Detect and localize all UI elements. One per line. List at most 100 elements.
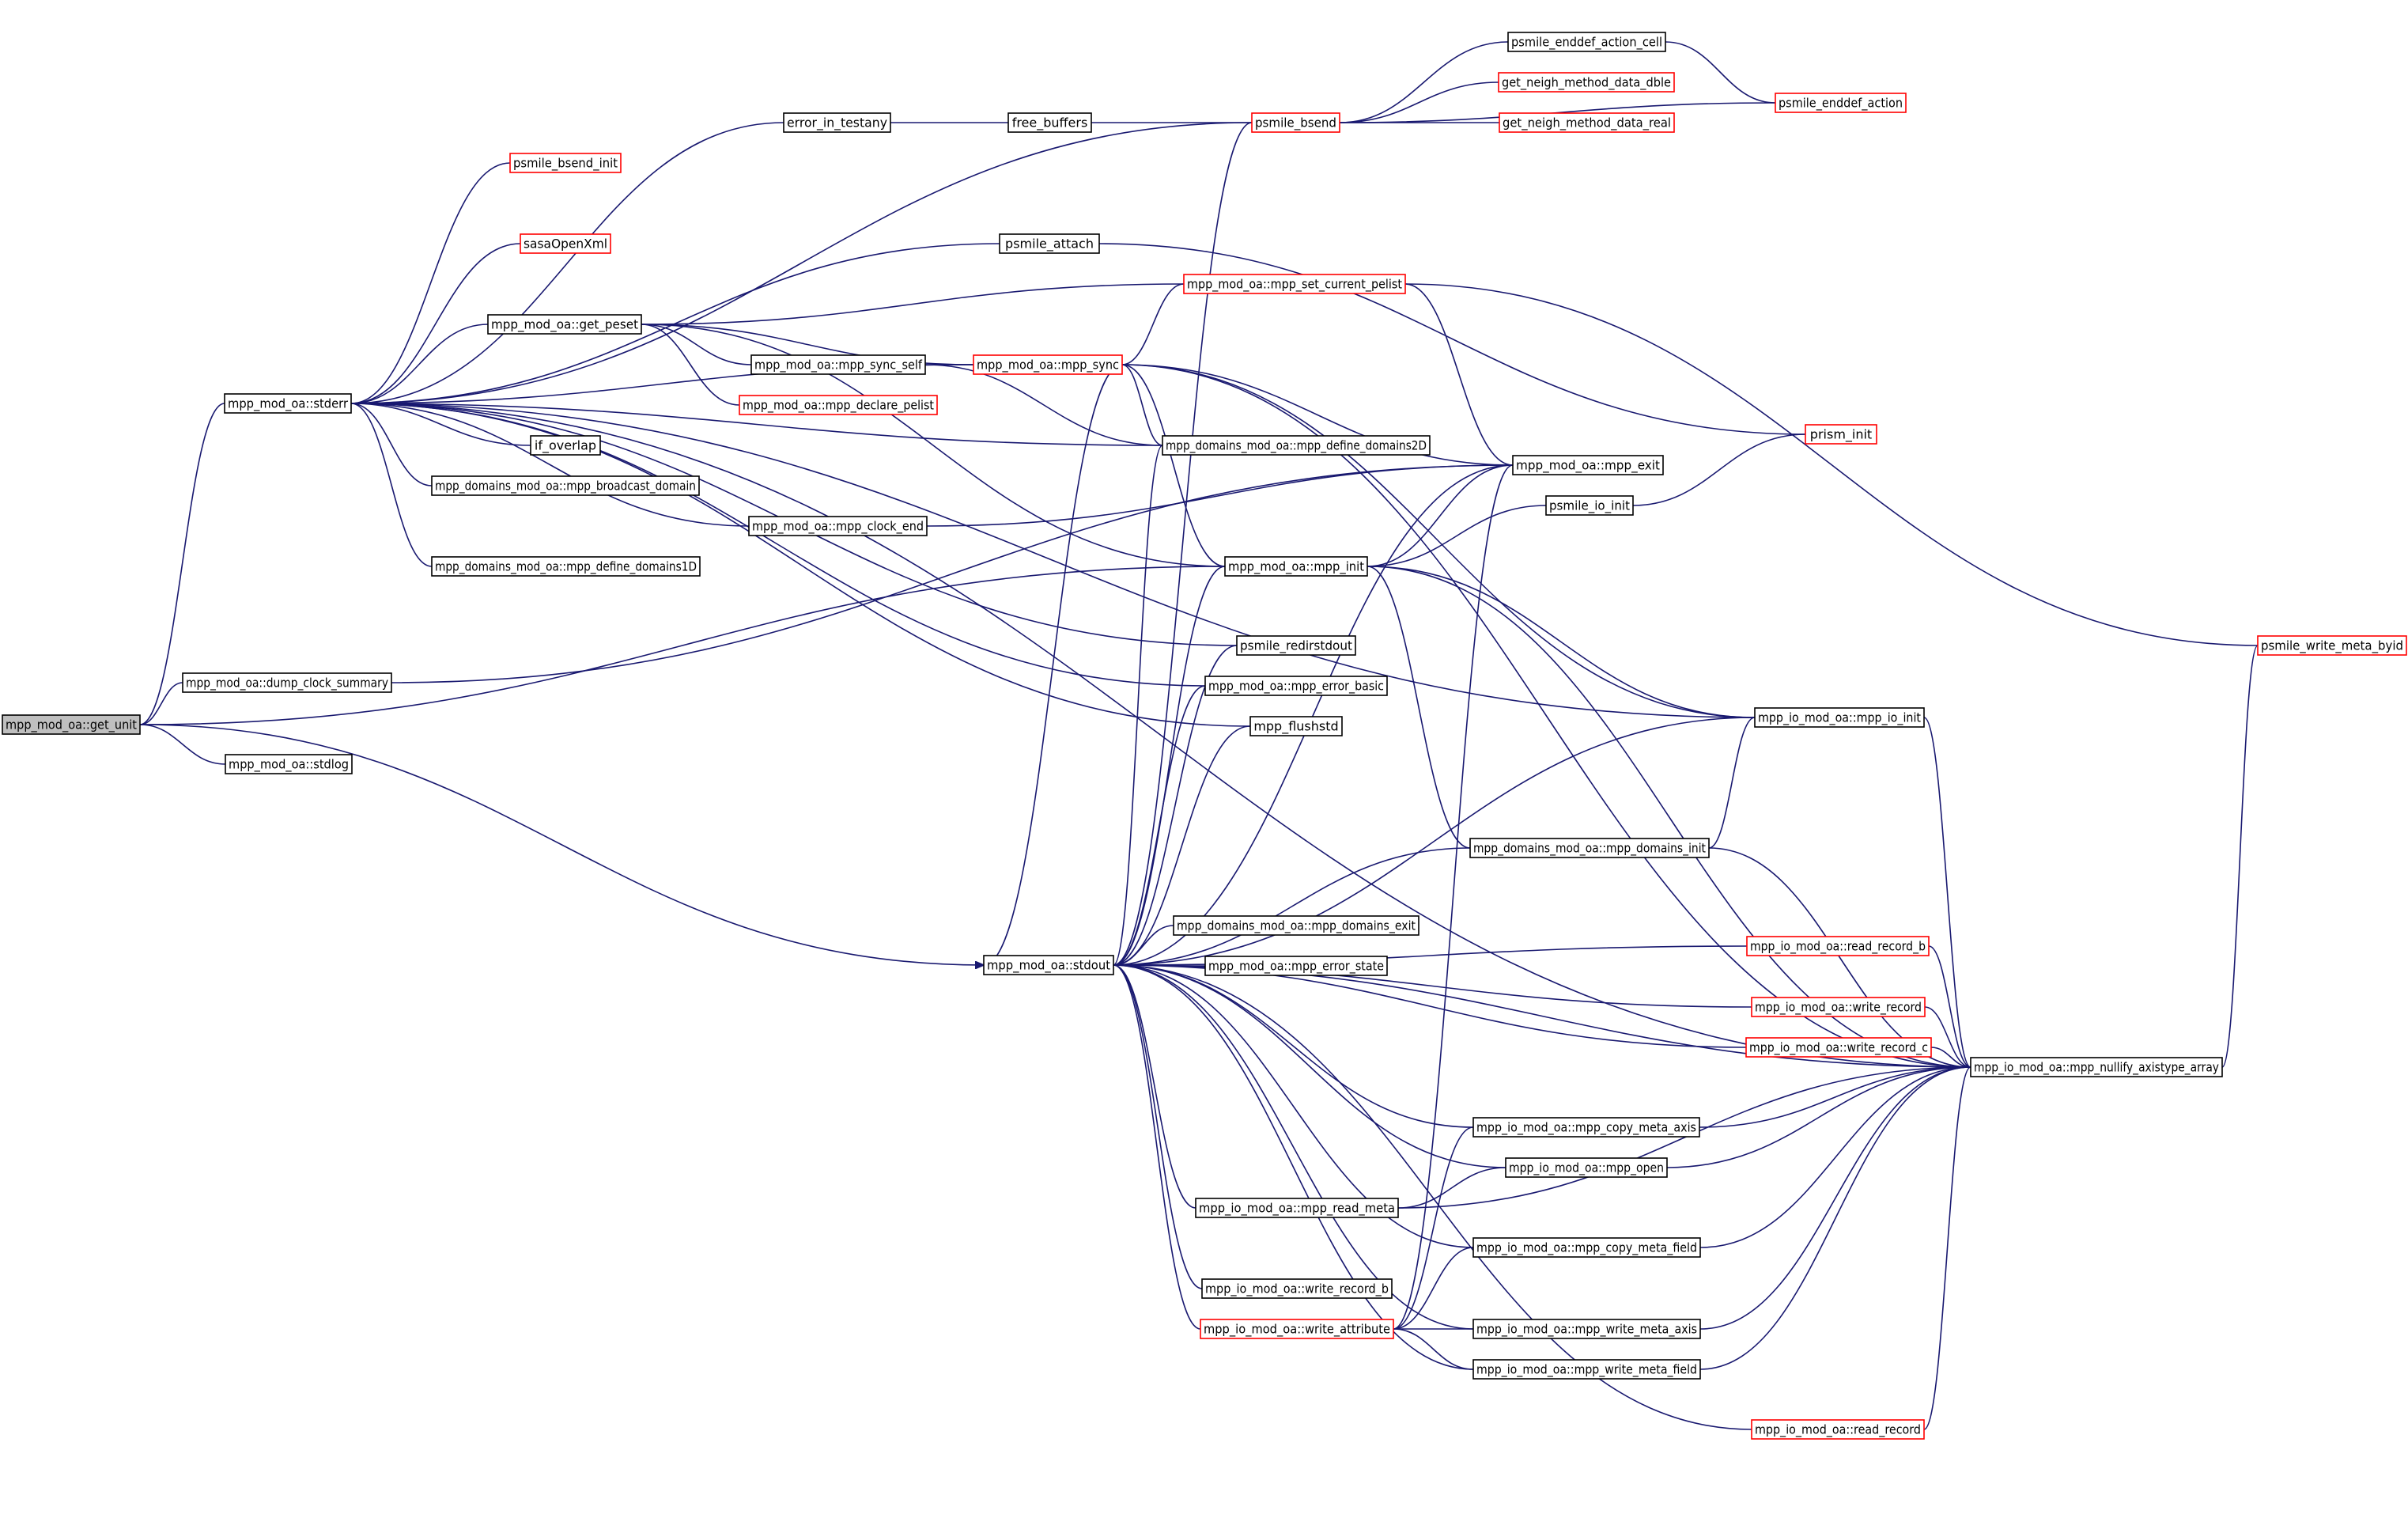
- edge-mpp_domains_init-mpp_io_init: [1709, 717, 1756, 848]
- node-label: mpp_io_mod_oa::read_record: [1755, 1422, 1921, 1438]
- node-mpp_copy_meta_field[interactable]: mpp_io_mod_oa::mpp_copy_meta_field: [1472, 1237, 1701, 1258]
- node-free_buffers[interactable]: free_buffers: [1007, 112, 1092, 133]
- node-mpp_define_domains2D[interactable]: mpp_domains_mod_oa::mpp_define_domains2D: [1162, 435, 1431, 456]
- node-mpp_nullify_axistype_array[interactable]: mpp_io_mod_oa::mpp_nullify_axistype_arra…: [1970, 1057, 2223, 1077]
- node-label: psmile_enddef_action: [1779, 96, 1903, 112]
- node-psmile_bsend_init[interactable]: psmile_bsend_init: [509, 153, 622, 173]
- node-get_neigh_method_data_real[interactable]: get_neigh_method_data_real: [1499, 112, 1675, 133]
- node-label: mpp_mod_oa::dump_clock_summary: [186, 676, 388, 691]
- node-label: mpp_flushstd: [1253, 719, 1338, 735]
- node-box: [748, 516, 928, 536]
- node-mpp_write_meta_field[interactable]: mpp_io_mod_oa::mpp_write_meta_field: [1472, 1359, 1701, 1380]
- node-prism_init[interactable]: prism_init: [1805, 424, 1877, 445]
- node-label: psmile_io_init: [1549, 498, 1630, 514]
- node-psmile_enddef_action_cell[interactable]: psmile_enddef_action_cell: [1507, 32, 1666, 52]
- node-mpp_flushstd[interactable]: mpp_flushstd: [1249, 716, 1343, 736]
- node-psmile_attach[interactable]: psmile_attach: [999, 233, 1100, 254]
- node-mpp_error_state[interactable]: mpp_mod_oa::mpp_error_state: [1204, 956, 1388, 976]
- node-psmile_enddef_action[interactable]: psmile_enddef_action: [1775, 93, 1907, 113]
- edge-stdout-write_record_c: [1113, 965, 1747, 1048]
- node-write_record_c[interactable]: mpp_io_mod_oa::write_record_c: [1745, 1037, 1932, 1058]
- node-label: psmile_enddef_action_cell: [1511, 35, 1662, 51]
- node-stdout[interactable]: mpp_mod_oa::stdout: [983, 955, 1114, 975]
- node-mpp_domains_init[interactable]: mpp_domains_mod_oa::mpp_domains_init: [1469, 838, 1710, 858]
- edge-stdout-mpp_error_basic: [1113, 685, 1206, 965]
- edge-stdout-write_record_b: [1113, 965, 1203, 1289]
- node-write_record[interactable]: mpp_io_mod_oa::write_record: [1751, 997, 1926, 1017]
- node-dump_clock_summary[interactable]: mpp_mod_oa::dump_clock_summary: [182, 672, 392, 693]
- node-mpp_io_init[interactable]: mpp_io_mod_oa::mpp_io_init: [1754, 707, 1925, 728]
- edge-mpp_sync-mpp_nullify_axistype_array: [1122, 365, 1971, 1068]
- edge-write_attribute-mpp_copy_meta_axis: [1393, 1126, 1474, 1329]
- node-mpp_declare_pelist[interactable]: mpp_mod_oa::mpp_declare_pelist: [739, 395, 938, 415]
- node-box: [1224, 556, 1368, 577]
- node-error_in_testany[interactable]: error_in_testany: [783, 112, 891, 133]
- node-label: mpp_mod_oa::stdlog: [229, 757, 349, 773]
- node-mpp_sync_self[interactable]: mpp_mod_oa::mpp_sync_self: [750, 354, 926, 375]
- node-mpp_copy_meta_axis[interactable]: mpp_io_mod_oa::mpp_copy_meta_axis: [1472, 1117, 1700, 1138]
- node-label: mpp_io_mod_oa::mpp_write_meta_field: [1476, 1362, 1697, 1378]
- node-read_record[interactable]: mpp_io_mod_oa::read_record: [1751, 1419, 1925, 1440]
- node-label: mpp_domains_mod_oa::mpp_domains_exit: [1177, 918, 1416, 934]
- node-box: [487, 314, 642, 335]
- node-mpp_domains_exit[interactable]: mpp_domains_mod_oa::mpp_domains_exit: [1173, 915, 1419, 936]
- node-if_overlap[interactable]: if_overlap: [530, 435, 601, 456]
- node-get_neigh_method_data_dble[interactable]: get_neigh_method_data_dble: [1498, 72, 1675, 93]
- node-mpp_write_meta_axis[interactable]: mpp_io_mod_oa::mpp_write_meta_axis: [1472, 1319, 1701, 1339]
- edge-mpp_read_meta-mpp_nullify_axistype_array: [1398, 1066, 1971, 1208]
- edge-get_peset-mpp_init: [641, 324, 1226, 567]
- node-stdlog[interactable]: mpp_mod_oa::stdlog: [225, 754, 353, 774]
- edge-read_record-mpp_nullify_axistype_array: [1924, 1066, 1971, 1429]
- node-mpp_clock_end[interactable]: mpp_mod_oa::mpp_clock_end: [748, 516, 928, 536]
- node-label: mpp_mod_oa::mpp_clock_end: [752, 519, 924, 535]
- edge-stderr-mpp_flushstd: [351, 403, 1251, 727]
- node-mpp_exit[interactable]: mpp_mod_oa::mpp_exit: [1512, 455, 1664, 475]
- node-box: [530, 435, 601, 456]
- node-mpp_read_meta[interactable]: mpp_io_mod_oa::mpp_read_meta: [1195, 1198, 1399, 1218]
- edge-mpp_init-mpp_nullify_axistype_array: [1367, 566, 1971, 1068]
- node-box: [509, 153, 622, 173]
- node-box: [1507, 32, 1666, 52]
- node-psmile_io_init[interactable]: psmile_io_init: [1545, 495, 1634, 516]
- node-mpp_sync[interactable]: mpp_mod_oa::mpp_sync: [973, 354, 1123, 375]
- edge-get_unit-stderr: [140, 403, 225, 725]
- node-label: mpp_mod_oa::mpp_declare_pelist: [743, 398, 934, 414]
- node-box: [1751, 1419, 1925, 1440]
- node-label: psmile_write_meta_byid: [2261, 638, 2403, 654]
- edge-read_record_b-mpp_nullify_axistype_array: [1929, 946, 1971, 1068]
- node-psmile_redirstdout[interactable]: psmile_redirstdout: [1236, 635, 1356, 656]
- node-label: sasaOpenXml: [524, 237, 607, 252]
- node-box: [182, 672, 392, 693]
- node-mpp_error_basic[interactable]: mpp_mod_oa::mpp_error_basic: [1204, 676, 1388, 696]
- node-mpp_open[interactable]: mpp_io_mod_oa::mpp_open: [1505, 1157, 1668, 1178]
- node-stderr[interactable]: mpp_mod_oa::stderr: [224, 393, 352, 414]
- node-box: [224, 393, 352, 414]
- node-box: [1472, 1359, 1701, 1380]
- edge-get_peset-mpp_declare_pelist: [641, 324, 740, 406]
- node-box: [1236, 635, 1356, 656]
- node-box: [1469, 838, 1710, 858]
- node-label: mpp_mod_oa::stderr: [228, 396, 348, 412]
- node-box: [2, 714, 141, 735]
- edge-stderr-psmile_bsend: [351, 122, 1253, 403]
- node-box: [1505, 1157, 1668, 1178]
- node-get_peset[interactable]: mpp_mod_oa::get_peset: [487, 314, 642, 335]
- node-psmile_write_meta_byid[interactable]: psmile_write_meta_byid: [2257, 635, 2407, 656]
- node-mpp_init[interactable]: mpp_mod_oa::mpp_init: [1224, 556, 1368, 577]
- node-label: mpp_mod_oa::mpp_init: [1228, 559, 1364, 575]
- node-write_attribute[interactable]: mpp_io_mod_oa::write_attribute: [1200, 1319, 1394, 1339]
- edge-mpp_init-mpp_io_init: [1367, 566, 1756, 718]
- node-mpp_set_current_pelist[interactable]: mpp_mod_oa::mpp_set_current_pelist: [1183, 274, 1406, 294]
- node-write_record_b[interactable]: mpp_io_mod_oa::write_record_b: [1201, 1278, 1393, 1299]
- node-mpp_define_domains1D[interactable]: mpp_domains_mod_oa::mpp_define_domains1D: [431, 556, 701, 577]
- node-read_record_b[interactable]: mpp_io_mod_oa::read_record_b: [1746, 936, 1930, 956]
- node-sasaOpenXml[interactable]: sasaOpenXml: [520, 233, 611, 254]
- edge-mpp_init-psmile_io_init: [1367, 505, 1547, 566]
- node-psmile_bsend[interactable]: psmile_bsend: [1251, 112, 1340, 133]
- edge-mpp_write_meta_axis-mpp_nullify_axistype_array: [1700, 1066, 1971, 1329]
- edge-stderr-mpp_clock_end: [351, 403, 750, 527]
- edge-mpp_open-mpp_nullify_axistype_array: [1667, 1066, 1971, 1168]
- edge-stdout-psmile_redirstdout: [1113, 645, 1238, 965]
- node-mpp_broadcast_domain[interactable]: mpp_domains_mod_oa::mpp_broadcast_domain: [431, 475, 700, 496]
- node-label: mpp_io_mod_oa::mpp_copy_meta_field: [1476, 1240, 1697, 1256]
